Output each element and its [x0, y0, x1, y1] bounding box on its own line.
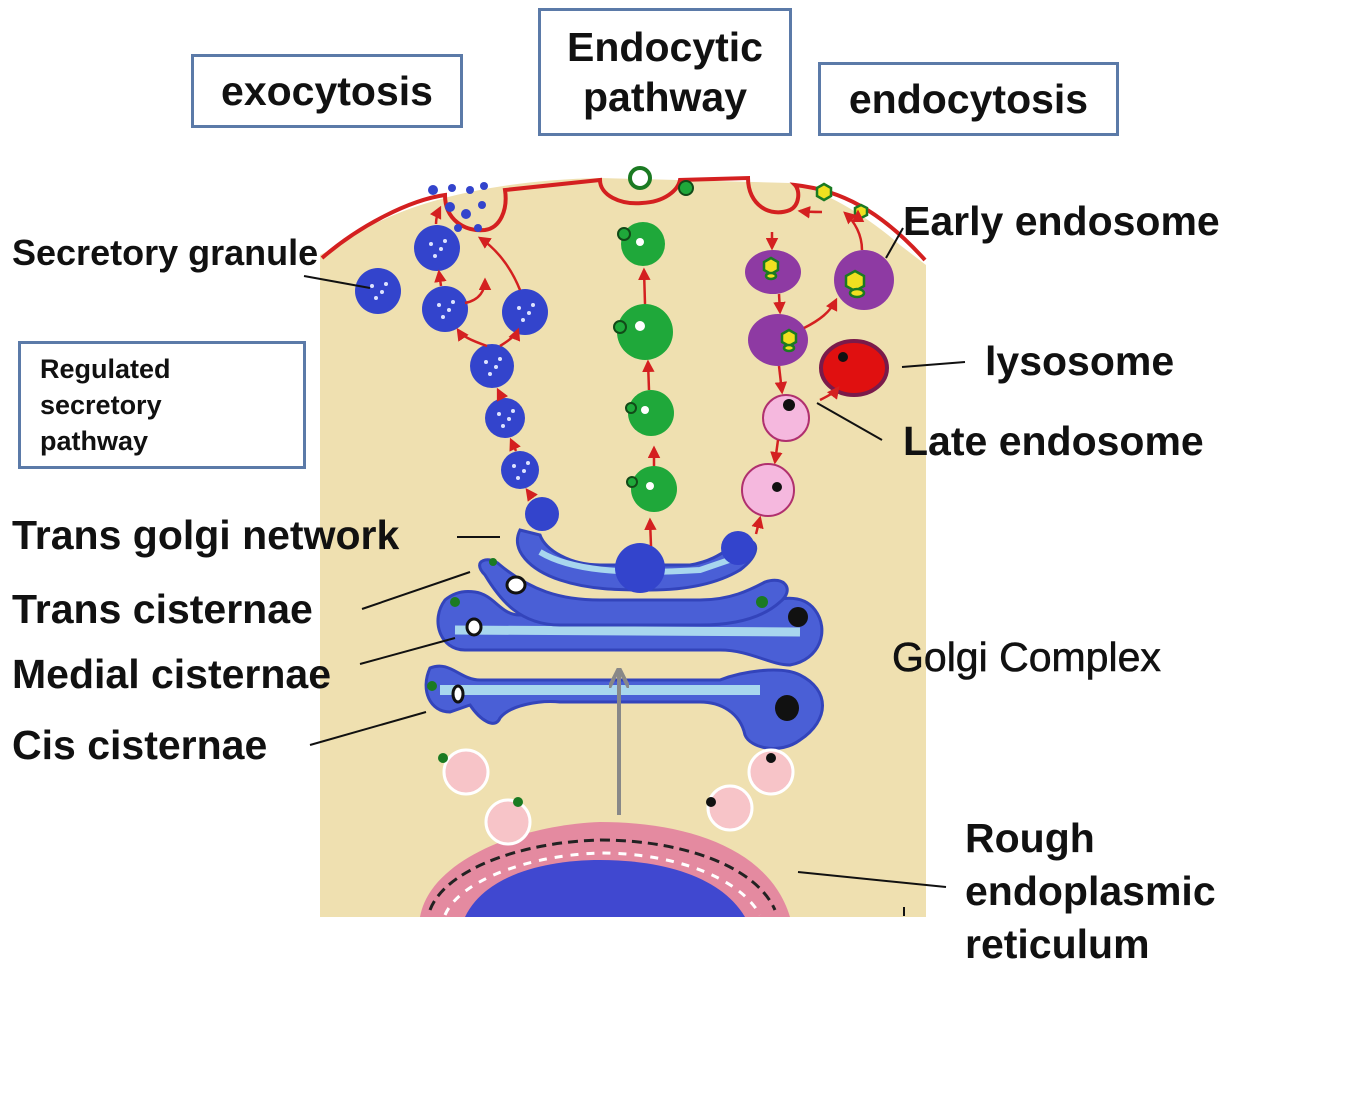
- endocytosis-box: endocytosis: [818, 62, 1119, 136]
- rer-line1: Rough: [965, 815, 1095, 861]
- regulated-line1: Regulated: [40, 354, 171, 384]
- rer-line2: endoplasmic: [965, 868, 1216, 914]
- rough-er-label: Rough endoplasmic reticulum: [965, 812, 1265, 971]
- endocytic-pathway-line2: pathway: [582, 74, 748, 120]
- regulated-secretory-box: Regulated secretory pathway: [18, 341, 306, 469]
- endocytic-pathway-box: Endocytic pathway: [538, 8, 792, 136]
- plasma-membrane: [320, 175, 927, 262]
- trafficking-arrows: [429, 205, 865, 547]
- endocytosis-label: endocytosis: [848, 75, 1089, 122]
- regulated-line2: secretory: [40, 390, 162, 420]
- cis-cisternae-label: Cis cisternae: [12, 722, 268, 768]
- late-endosome-label: Late endosome: [903, 418, 1204, 464]
- tgn-lumen: [538, 549, 736, 575]
- early-endosome-label: Early endosome: [903, 198, 1220, 244]
- green-vesicles: [613, 166, 694, 512]
- endocytic-cargo: [762, 182, 869, 353]
- medial-lumen: [454, 625, 801, 637]
- golgi-complex: [424, 497, 824, 750]
- granule-contents: [370, 239, 535, 480]
- secretory-granule-label: Secretory granule: [12, 232, 319, 273]
- trans-cisterna: [478, 558, 789, 627]
- tgn-bud-center: [615, 543, 665, 593]
- golgi-complex-label: Golgi Complex: [892, 634, 1161, 681]
- nucleus: [465, 860, 745, 917]
- golgi-cargo: [427, 558, 808, 721]
- exocytosis-label: exocytosis: [221, 67, 433, 114]
- tgn-bud-right: [721, 531, 755, 565]
- trans-golgi-network: [515, 528, 758, 592]
- trans-golgi-network-label: Trans golgi network: [12, 512, 400, 558]
- leader-lines: [303, 227, 966, 916]
- lysosome-label: lysosome: [985, 338, 1175, 384]
- lysosome-organelle: [819, 339, 889, 397]
- exocytosis-release-dots: [428, 182, 488, 232]
- endocytic-pathway-line1: Endocytic: [567, 24, 763, 70]
- tgn-bud-left: [525, 497, 559, 531]
- transport-vesicles: [438, 748, 795, 846]
- rer-texture: [428, 838, 777, 911]
- regulated-line3: pathway: [40, 426, 149, 456]
- exocytosis-box: exocytosis: [191, 54, 463, 128]
- rer-texture-inner: [443, 851, 762, 916]
- trans-cisternae-label: Trans cisternae: [12, 586, 313, 632]
- medial-cisternae-label: Medial cisternae: [12, 651, 332, 697]
- late-endosomes: [741, 394, 810, 517]
- secretory-granules: [355, 225, 548, 489]
- extracellular-space: [320, 113, 926, 265]
- rer-line3: reticulum: [965, 921, 1150, 967]
